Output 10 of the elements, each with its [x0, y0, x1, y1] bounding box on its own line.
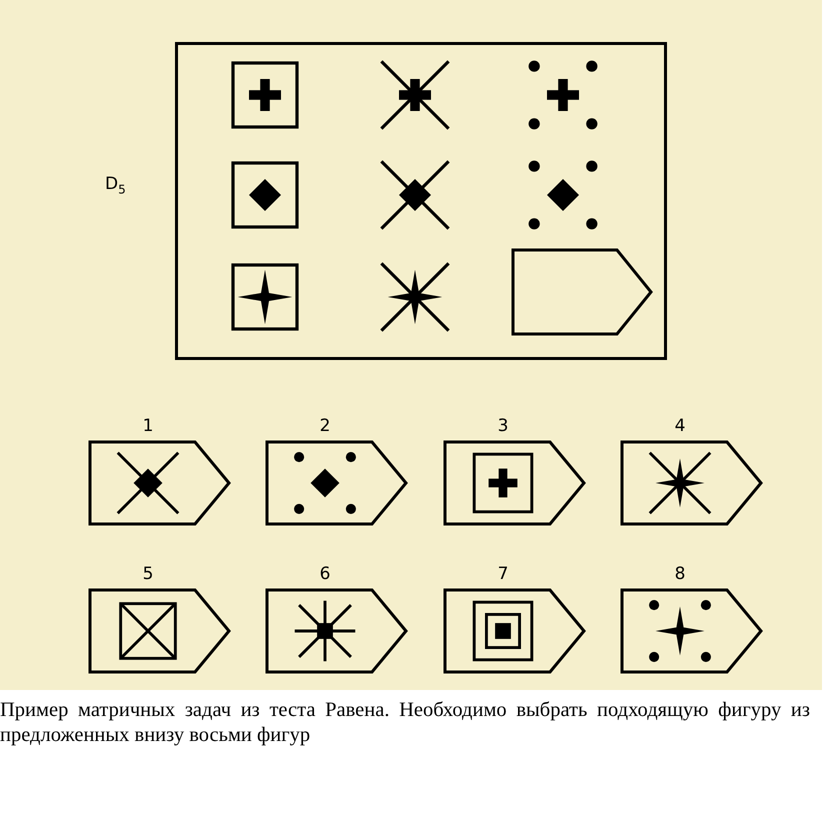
option-number: 1: [142, 415, 154, 438]
option-number: 4: [674, 415, 686, 438]
option-number: 2: [320, 415, 330, 438]
caption: Пример матричных задач из теста Равена. Необходимо выбрать подходящую фигуру из предложенных внизу восьми фигур: [0, 698, 810, 748]
option-number: 8: [674, 563, 686, 586]
matrix-label: D$_{5}$: [105, 174, 126, 196]
option-number: 5: [142, 563, 154, 586]
option-number: 3: [498, 415, 508, 438]
option-number: 6: [320, 563, 330, 586]
option-number: 7: [498, 563, 508, 586]
